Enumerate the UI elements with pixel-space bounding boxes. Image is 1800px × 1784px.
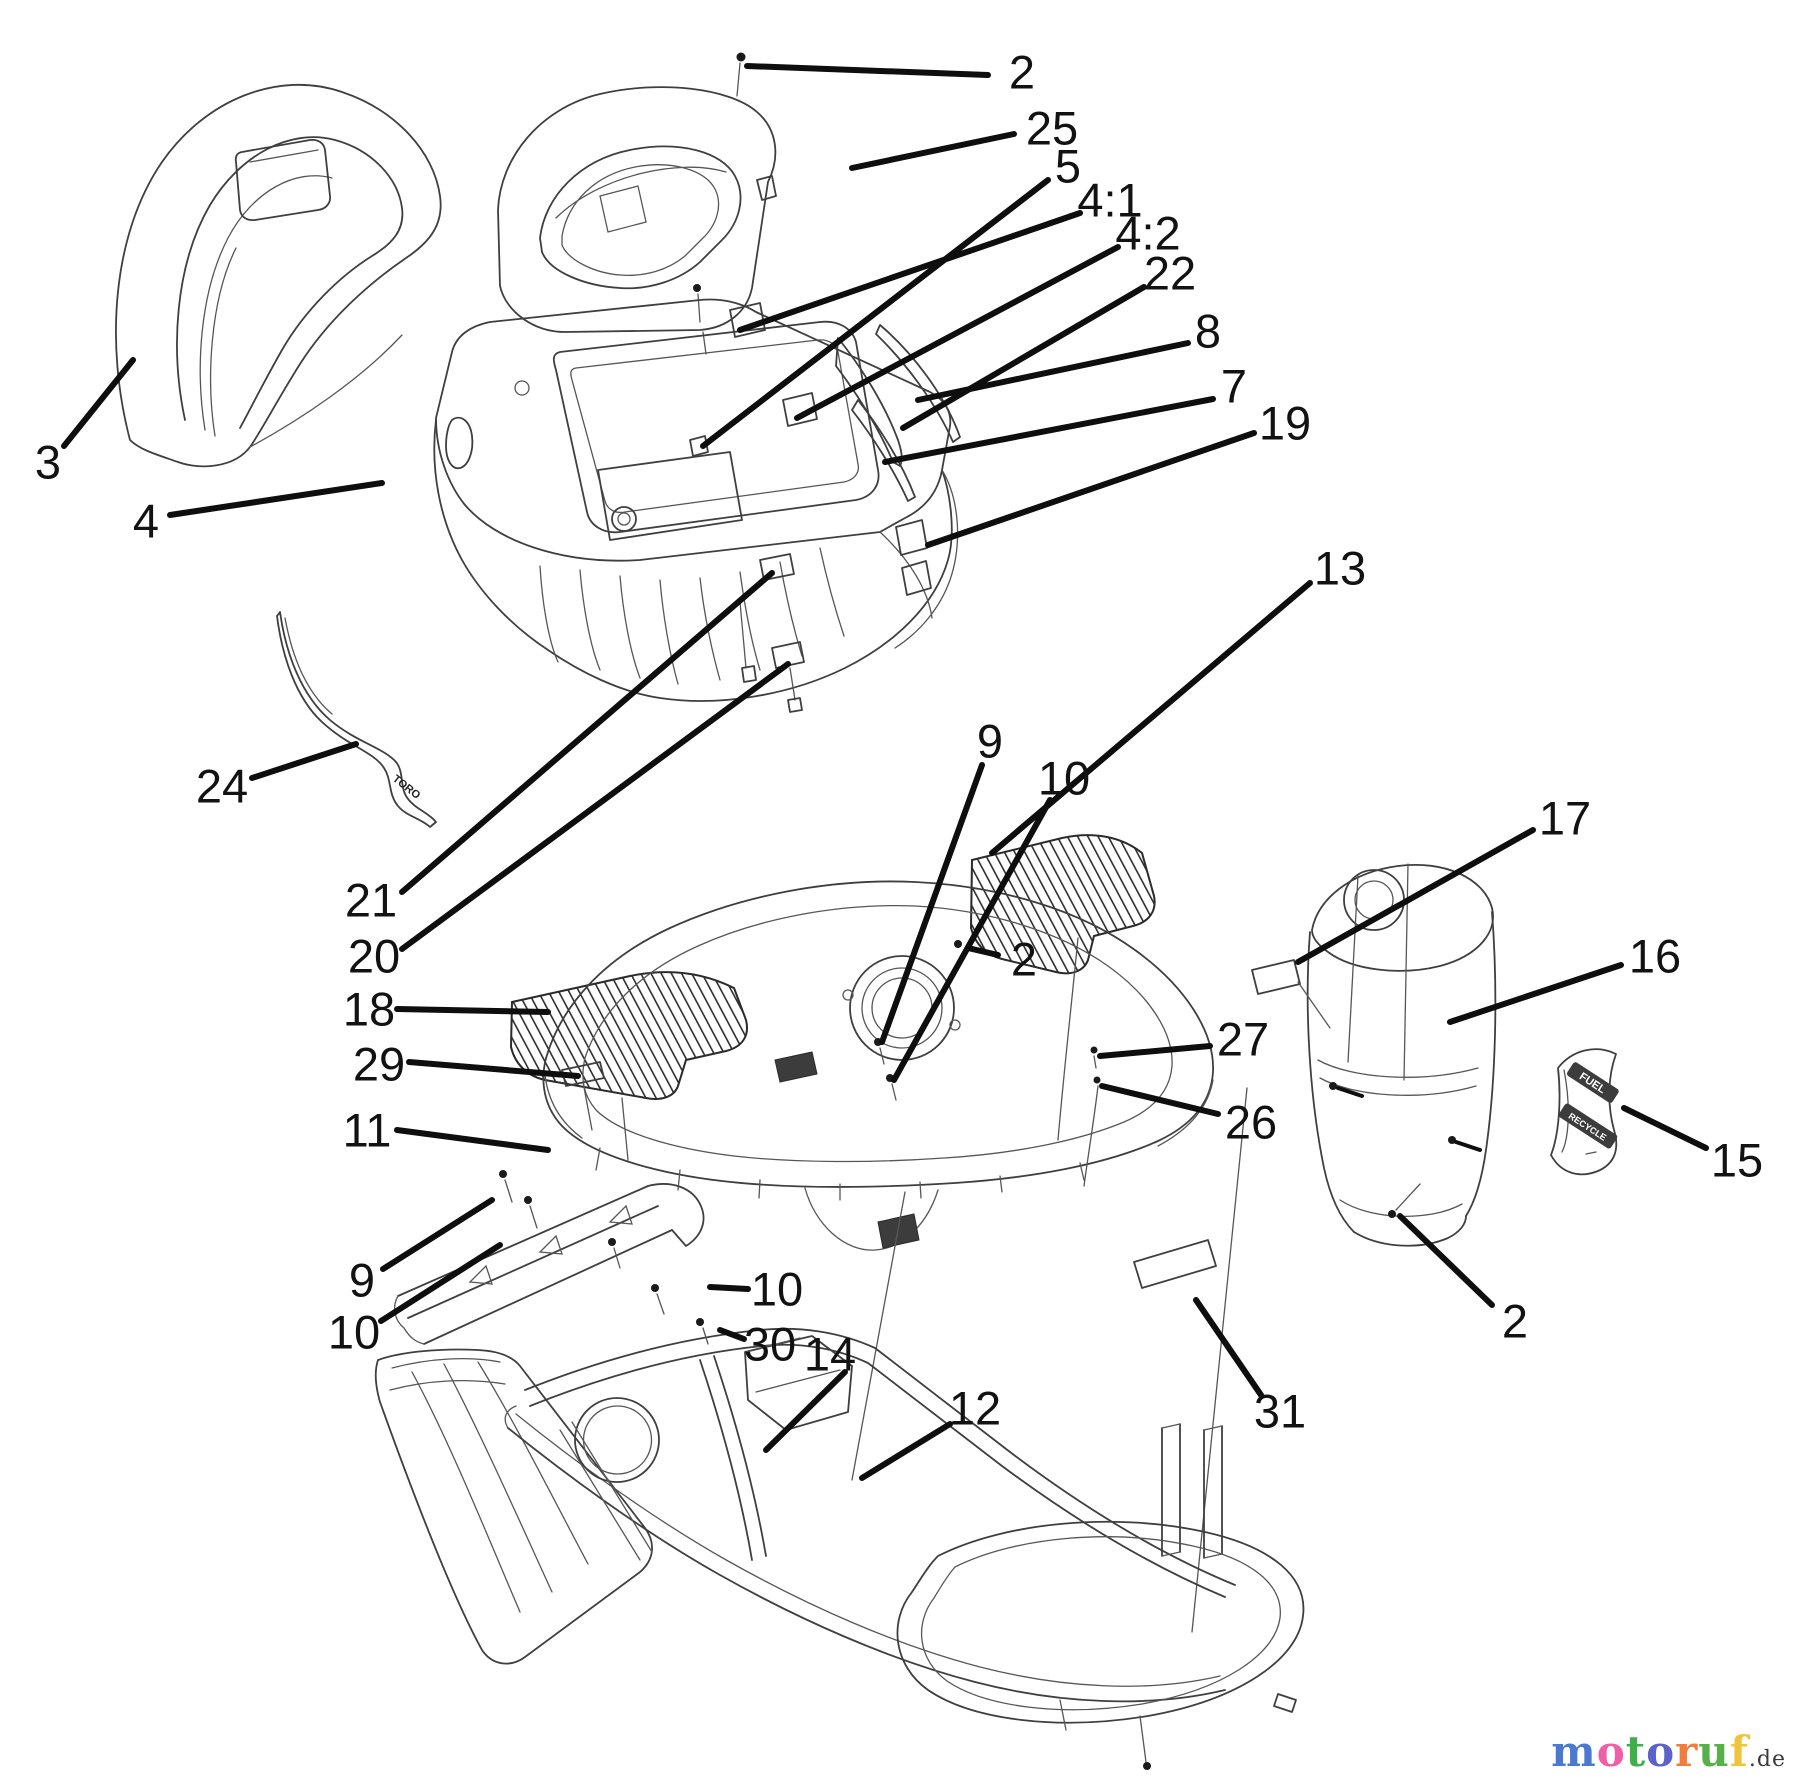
decal-strip-31 (1133, 1239, 1217, 1289)
callout-label-29: 29 (353, 1038, 405, 1091)
logo-letter: o (1596, 1727, 1626, 1776)
trim-blade-7 (851, 399, 916, 502)
fuel-tank-part (1306, 863, 1497, 1247)
callout-label-10-left: 10 (328, 1306, 380, 1359)
clip-19 (895, 519, 932, 596)
leader-line-4 (167, 480, 385, 518)
seat-part (115, 83, 442, 468)
decal-plate-4-2 (782, 392, 818, 427)
leader-line-25 (849, 131, 1017, 171)
leader-line-17 (1295, 827, 1536, 965)
seat-cover-part (497, 86, 777, 355)
leader-line-22 (900, 284, 1147, 431)
callout-label-31: 31 (1254, 1385, 1306, 1438)
callout-label-3: 3 (35, 436, 61, 489)
callout-label-14: 14 (804, 1328, 856, 1381)
callout-label-13: 13 (1314, 542, 1366, 595)
logo-letter: r (1675, 1727, 1699, 1776)
leader-line-3 (61, 357, 136, 449)
leader-line-2-top (744, 63, 991, 78)
callout-label-2-br: 2 (1502, 1295, 1528, 1348)
callout-label-19: 19 (1259, 397, 1311, 450)
leader-line-5 (700, 177, 1051, 449)
callout-label-18: 18 (343, 983, 395, 1036)
callout-label-25: 25 (1026, 102, 1078, 155)
callout-label-9-left: 9 (349, 1254, 375, 1307)
leader-line-29 (406, 1059, 581, 1079)
leader-line-8 (915, 340, 1191, 403)
front-bracket-part (393, 1170, 705, 1345)
motoruf-logo-letters: motoruf (1551, 1727, 1749, 1776)
logo-letter: t (1625, 1727, 1647, 1776)
leader-line-4-1 (737, 210, 1083, 333)
leader-line-24 (249, 741, 359, 781)
fuel-decal-part: FUEL RECYCLE (1550, 1048, 1619, 1176)
callout-label-22: 22 (1144, 247, 1196, 300)
callout-label-8: 8 (1195, 305, 1221, 358)
leader-line-16 (1447, 962, 1624, 1025)
leader-line-10-left (378, 1242, 503, 1324)
leader-line-19 (925, 430, 1257, 548)
leader-line-14 (763, 1369, 848, 1453)
leader-line-10-right (707, 1284, 751, 1292)
leader-line-9-left (380, 1197, 495, 1272)
leader-line-4-2 (794, 244, 1121, 421)
frame-part (374, 1327, 1305, 1770)
callout-label-11: 11 (343, 1104, 392, 1157)
callout-label-10-right: 10 (751, 1263, 803, 1316)
leader-line-11 (394, 1127, 551, 1153)
callout-label-17: 17 (1539, 792, 1591, 845)
leader-line-31 (1193, 1297, 1264, 1398)
callout-label-21: 21 (345, 874, 397, 927)
callout-label-20: 20 (348, 930, 400, 983)
callout-label-7: 7 (1221, 360, 1247, 413)
leader-line-21 (399, 570, 775, 895)
decal-plate-4-1 (729, 302, 766, 338)
leader-line-30 (717, 1327, 747, 1342)
callout-label-9-mid: 9 (977, 715, 1003, 768)
leader-line-7 (882, 396, 1216, 465)
callout-label-15: 15 (1711, 1134, 1763, 1187)
leader-line-10-mid (891, 797, 1053, 1083)
callout-label-4-1: 4:1 (1077, 174, 1142, 227)
callout-label-2-top: 2 (1009, 46, 1035, 99)
callout-label-16: 16 (1629, 930, 1681, 983)
callout-label-12: 12 (949, 1382, 1001, 1435)
callout-label-4-2: 4:2 (1115, 207, 1180, 260)
leader-line-27 (1097, 1043, 1213, 1059)
trim-blade-22 (835, 337, 903, 467)
leader-line-18 (394, 1006, 551, 1015)
callout-label-30: 30 (744, 1318, 796, 1371)
callout-label-26: 26 (1225, 1096, 1277, 1149)
motoruf-logo-suffix: .de (1748, 1747, 1786, 1772)
leader-line-20 (399, 661, 791, 952)
callout-label-2-mid: 2 (1011, 933, 1037, 986)
callout-label-10-mid: 10 (1038, 752, 1090, 805)
leader-line-9-mid (879, 762, 985, 1045)
logo-letter: o (1646, 1727, 1676, 1776)
logo-letter: u (1698, 1727, 1730, 1776)
leader-line-2-br (1397, 1213, 1495, 1308)
leader-line-12 (859, 1421, 953, 1481)
callout-label-24: 24 (196, 760, 248, 813)
callout-label-4: 4 (133, 495, 159, 548)
leader-line-15 (1621, 1105, 1709, 1151)
hood-part (433, 298, 959, 713)
motoruf-logo[interactable]: motoruf.de (1551, 1727, 1786, 1776)
leader-line-26 (1099, 1083, 1221, 1117)
callout-label-5: 5 (1055, 140, 1081, 193)
callout-labels-layer: 22554:14:2228719133424212018291191091022… (35, 46, 1763, 1438)
left-footrest-pad (509, 971, 748, 1161)
callout-label-27: 27 (1217, 1013, 1269, 1066)
side-strip-part: TORO (276, 611, 437, 828)
trim-blade-8 (875, 324, 961, 443)
fasteners (696, 52, 1101, 1345)
leader-lines-layer (61, 63, 1709, 1481)
decal-plate-17 (1251, 959, 1331, 1029)
logo-letter: f (1729, 1727, 1749, 1776)
leader-line-2-mid (965, 945, 1001, 958)
logo-letter: m (1551, 1727, 1597, 1776)
